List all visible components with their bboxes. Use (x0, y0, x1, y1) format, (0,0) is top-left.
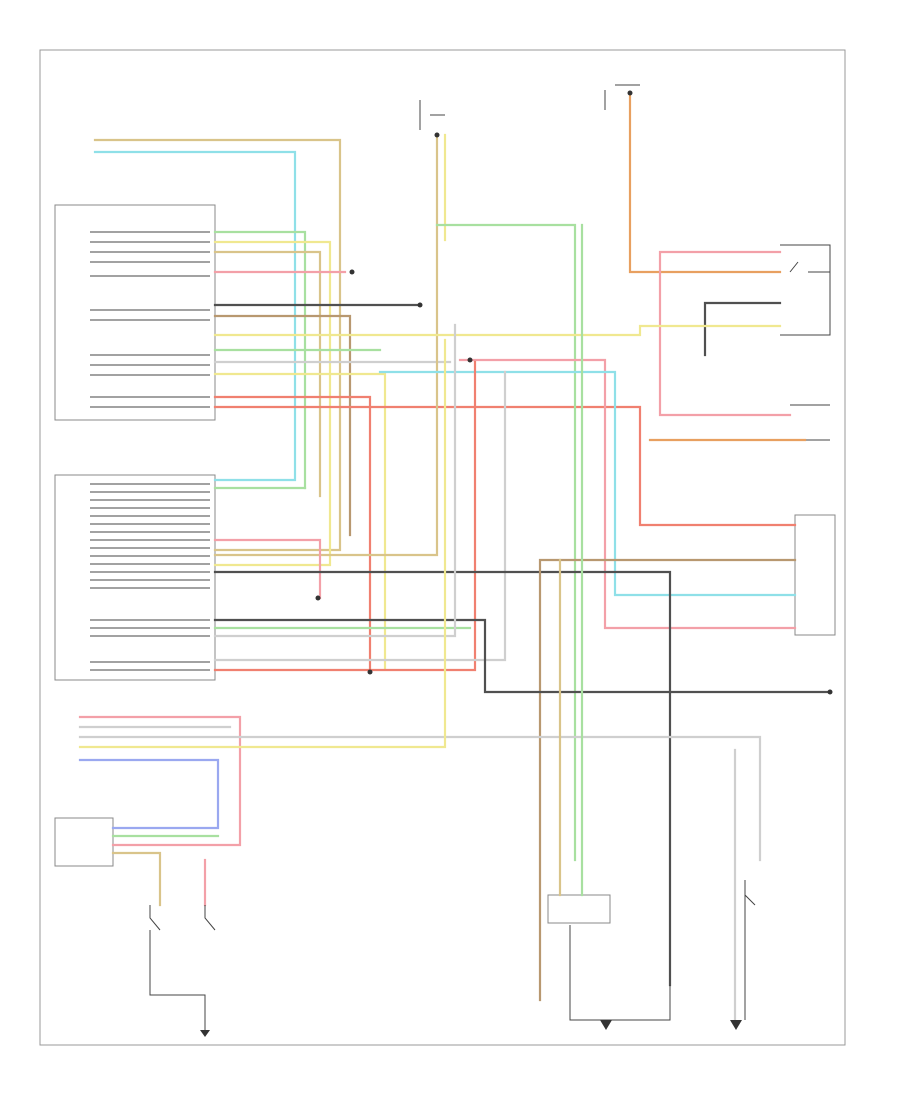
wire-gray-3 (213, 323, 457, 638)
wire-yellow-1 (213, 240, 332, 567)
upper-control-module (54, 204, 216, 421)
wire-brown-1 (213, 314, 352, 537)
wire-orange-right (628, 93, 782, 274)
lower-module-pin-labels (90, 483, 210, 671)
wire-light-green-vert (435, 223, 577, 862)
wire-cyan-long (378, 370, 797, 597)
wire-yellow-bottom (78, 338, 447, 749)
wire-tan-small (111, 851, 162, 907)
ground-left (149, 930, 206, 1030)
wire-tan-2 (213, 250, 322, 498)
ground-arrows (200, 1020, 742, 1037)
wire-dark-bottom (213, 618, 832, 694)
wire-dark-right (703, 301, 782, 357)
wire-blue-bottom (78, 758, 220, 830)
wire-yellow-long (213, 324, 782, 337)
diagram-frame (39, 49, 846, 1046)
wire-pink-right (658, 250, 792, 417)
wire-tan-top (93, 138, 342, 552)
right-actuator (794, 514, 836, 636)
wire-gray-vert (213, 370, 507, 662)
wire-red-vert (213, 360, 477, 672)
upper-module-pin-labels (90, 231, 210, 408)
small-module (54, 817, 114, 867)
lower-control-module (54, 474, 216, 681)
bottom-actuator (547, 894, 611, 924)
wire-brown-long (538, 558, 797, 1002)
top-connector (419, 84, 640, 130)
wire-pink-bottom (78, 715, 242, 847)
wire-tan-vertical (213, 133, 439, 557)
connection-dots (315, 90, 833, 695)
wire-pink-long (458, 358, 797, 630)
switch-symbols (149, 261, 830, 931)
wire-light-green-1 (213, 230, 307, 490)
ground-center (569, 925, 671, 1021)
wire-gray-bottom (78, 735, 762, 862)
wire-red-2 (213, 405, 797, 527)
wire-dark-long (213, 570, 672, 987)
right-switch-box (780, 244, 831, 336)
wire-yellow-2 (213, 372, 387, 670)
wire-red-1 (213, 395, 372, 672)
wire-pink-3 (213, 538, 322, 600)
right-switch-2 (790, 404, 830, 441)
